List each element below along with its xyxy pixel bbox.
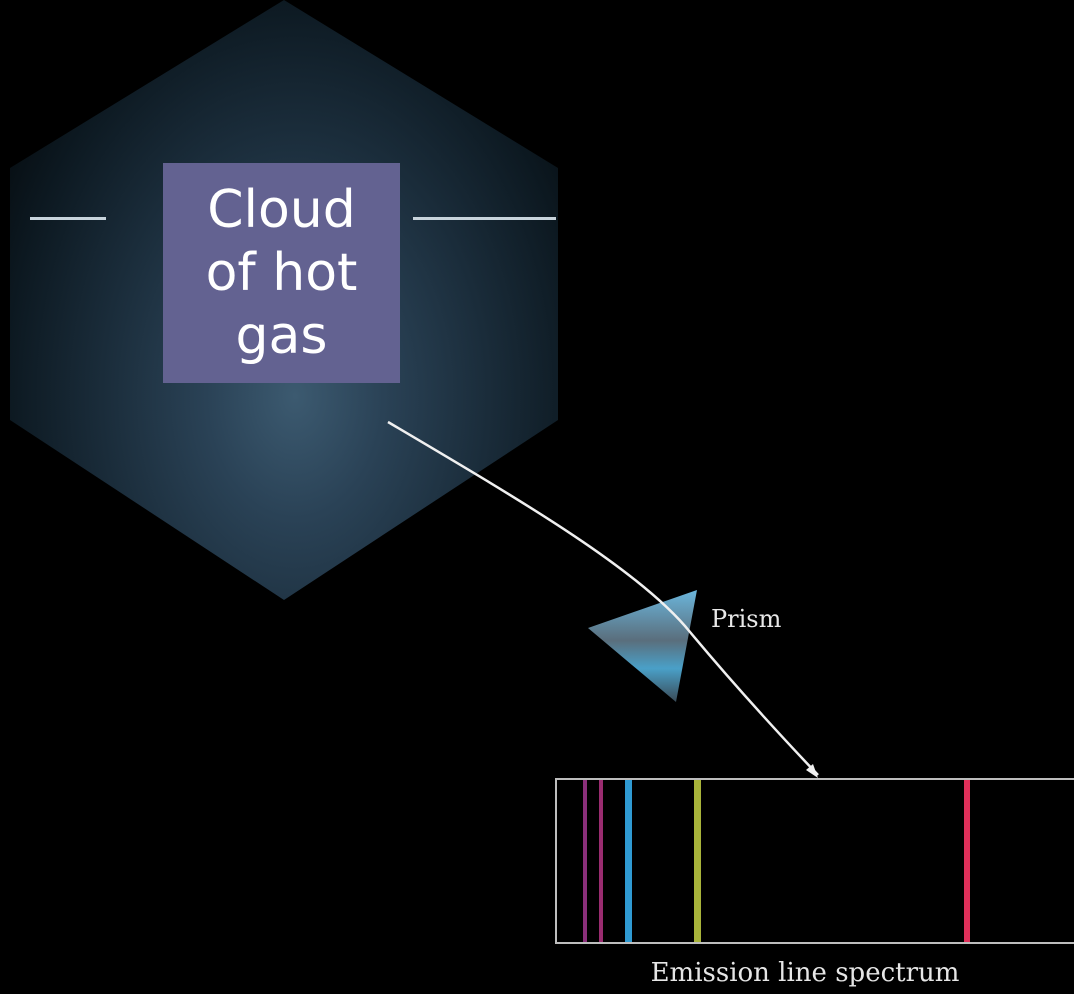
cloud-left-line [30,217,106,220]
cloud-label-box: Cloud of hot gas [163,163,400,383]
spectrum-line-blue [625,780,632,942]
spectrum-panel [555,778,1074,944]
cloud-label-text: Cloud of hot gas [205,179,358,366]
spectrum-caption: Emission line spectrum [650,958,960,988]
prism-shape [588,590,697,702]
light-ray [387,420,819,776]
spectrum-line-violet-1 [583,780,587,942]
cloud-right-line [413,217,556,220]
ray-arrowhead [806,764,818,778]
spectrum-line-violet-2 [599,780,603,942]
spectrum-line-red [964,780,970,942]
prism-label: Prism [711,605,782,633]
spectrum-line-green-yellow [694,780,701,942]
